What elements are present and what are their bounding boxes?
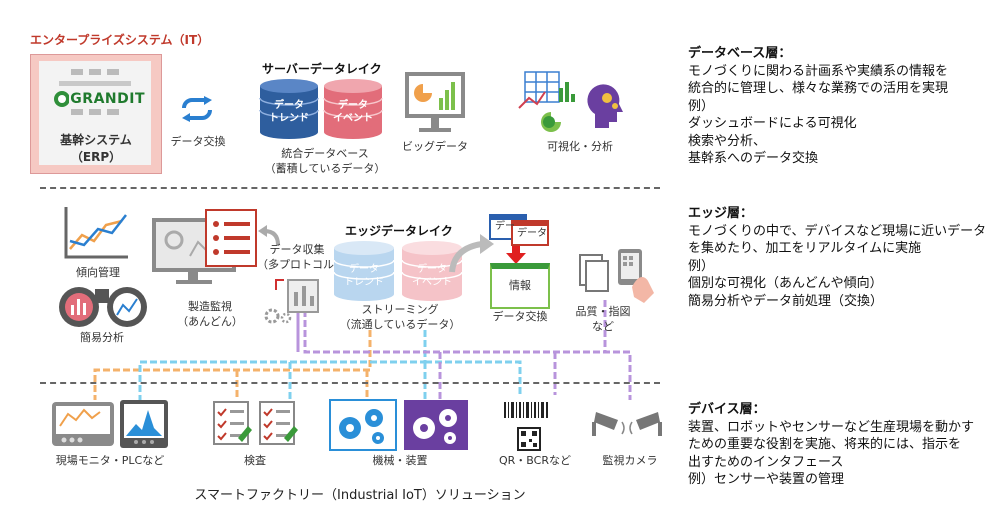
streaming-label: ストリーミング [361, 303, 439, 316]
server-cyl1-line2: トレンド [269, 113, 309, 124]
enterprise-title: エンタープライズシステム（IT） [30, 33, 210, 47]
inspection-label: 検査 [244, 454, 266, 467]
manufacturing-monitor-label: 製造監視 [188, 300, 232, 313]
lake-to-exchange-arrow-icon [449, 234, 494, 273]
edge-cyl2-line1: データ [417, 264, 447, 275]
layer-divider-edge-device [40, 382, 660, 384]
edge-cyl1-line2: トレンド [344, 277, 384, 288]
erp-window-icon [59, 69, 131, 115]
data-documents-icon [489, 214, 549, 246]
db-layer-line: モノづくりに関わる計画系や実績系の情報を [688, 63, 949, 79]
doc-tab-1-label: データ [495, 221, 515, 232]
multi-protocol-label: （多プロトコル） [257, 258, 345, 271]
inspection-checklist-icon [213, 401, 298, 445]
edge-cyl1-line1: データ [349, 264, 379, 275]
erp-box: GRANDIT 基幹システム （ERP） [30, 54, 162, 174]
db-layer-line: 統合的に管理し、様々な業務での活用を実現 [688, 81, 949, 96]
quality-instruction-label: 品質・指図 [575, 305, 631, 318]
trend-management-label: 傾向管理 [76, 266, 120, 279]
grandit-mark-icon [54, 91, 70, 107]
edge-layer-heading: エッジ層： [688, 206, 754, 221]
manufacturing-monitor-icon [152, 209, 257, 284]
device-layer-line: 例）センサーや装置の管理 [688, 472, 845, 487]
edge-db-cylinders-icon [333, 241, 463, 301]
qr-bcr-label: QR・BCRなど [499, 454, 571, 467]
data-collection-label: データ収集 [269, 243, 325, 256]
layer-divider-db-edge [40, 187, 660, 189]
server-cyl2-line1: データ [338, 100, 368, 111]
simple-analysis-label: 簡易分析 [80, 331, 124, 344]
surveillance-camera-icon [592, 412, 662, 436]
field-monitor-plc-icon [52, 400, 168, 448]
device-layer-description: デバイス層： 装置、ロボットやセンサーなど生産現場を動かす ための重要な役割を実… [688, 401, 974, 489]
info-label: 情報 [509, 279, 531, 292]
db-layer-description: データベース層： モノづくりに関わる計画系や実績系の情報を 統合的に管理し、様々… [688, 45, 948, 168]
data-collector-device-icon [264, 279, 319, 324]
device-layer-line: 装置、ロボットやセンサーなど生産現場を動かす [688, 419, 975, 435]
visualize-label: 可視化・分析 [547, 140, 613, 153]
quality-documents-tablet-icon [579, 249, 654, 303]
flowing-data-label: （流通しているデータ） [339, 318, 461, 331]
grandit-brand-text: GRANDIT [70, 90, 145, 107]
quality-etc-label: など [592, 320, 614, 333]
edge-cyl2-line2: イベント [412, 277, 452, 288]
integrated-db-label: 統合データベース [281, 147, 369, 160]
bigdata-label: ビッグデータ [402, 140, 468, 153]
core-system-label: 基幹システム [60, 133, 132, 147]
simple-analysis-binoculars-icon [59, 287, 147, 327]
trend-chart-icon [64, 207, 128, 259]
db-layer-line: 基幹系へのデータ交換 [688, 151, 819, 166]
edge-lake-title: エッジデータレイク [345, 224, 453, 238]
andon-label: （あんどん） [177, 315, 243, 328]
grandit-logo: GRANDIT [53, 90, 145, 107]
visualize-analysis-icon [518, 71, 623, 132]
camera-label: 監視カメラ [602, 454, 658, 467]
info-box [490, 263, 550, 309]
db-layer-line: ダッシュボードによる可視化 [688, 116, 857, 131]
edge-layer-line: 例） [688, 258, 715, 274]
server-cyl1-line1: データ [274, 100, 304, 111]
solution-title: スマートファクトリー（Industrial IoT）ソリューション [194, 488, 526, 503]
exchange-arrows-icon [182, 96, 212, 122]
device-layer-line: 出すためのインタフェース [688, 454, 844, 470]
stored-data-label: （蓄積しているデータ） [264, 162, 386, 175]
collect-arrow-icon [258, 225, 280, 246]
machine-gears-icon [329, 399, 468, 451]
edge-layer-line: モノづくりの中で、デバイスなど現場に近いデータ [688, 223, 987, 239]
server-db-cylinders-icon [259, 79, 383, 139]
device-layer-heading: デバイス層： [688, 402, 766, 417]
db-layer-line: 例） [688, 98, 715, 114]
server-cyl2-line2: イベント [333, 113, 373, 124]
server-lake-title: サーバーデータレイク [262, 62, 382, 76]
machine-label: 機械・装置 [372, 454, 428, 467]
device-layer-line: ための重要な役割を実施、将来的には、指示を [688, 437, 962, 452]
edge-layer-line: 個別な可視化（あんどんや傾向） [688, 276, 883, 291]
field-monitor-label: 現場モニタ・PLCなど [55, 454, 165, 467]
doc-tab-2-label: データ [517, 228, 547, 239]
db-layer-heading: データベース層： [688, 46, 792, 61]
bigdata-monitor-icon [405, 72, 465, 132]
edge-exchange-label: データ交換 [492, 310, 548, 323]
qr-barcode-icon [504, 402, 548, 451]
edge-layer-line: を集めたり、加工をリアルタイムに実施 [688, 241, 922, 256]
edge-layer-line: 簡易分析やデータ前処理（交換） [688, 293, 884, 309]
down-arrow-icon [506, 246, 526, 264]
db-layer-line: 検索や分析、 [688, 133, 767, 149]
edge-layer-description: エッジ層： モノづくりの中で、デバイスなど現場に近いデータ を集めたり、加工をリ… [688, 205, 986, 310]
core-system-sub-label: （ERP） [70, 150, 122, 164]
erp-data-exchange-label: データ交換 [170, 135, 226, 148]
